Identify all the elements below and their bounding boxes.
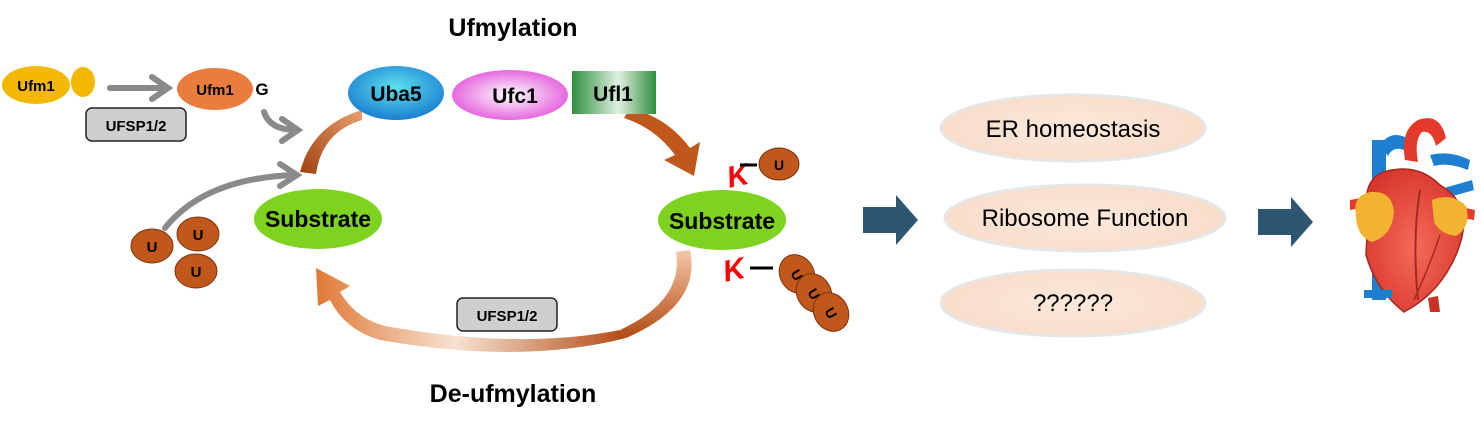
arrow-to-heart — [1258, 197, 1313, 247]
function-er-homeostasis: ER homeostasis — [939, 93, 1207, 163]
ufm1-precursor: Ufm1 — [2, 66, 95, 104]
ufsp-box-top: UFSP1/2 — [85, 107, 187, 142]
ufc1-enzyme: Ufc1 — [452, 70, 568, 120]
cycle-arc-top-right — [624, 108, 700, 176]
substrate-left-label: Substrate — [265, 206, 371, 232]
ufm-token-label: U — [193, 227, 204, 244]
ufl1-enzyme: Ufl1 — [572, 71, 656, 114]
cycle-arc-right — [620, 250, 692, 338]
substrate-right: Substrate — [658, 190, 786, 250]
mono-ufmylation: K U — [724, 147, 800, 195]
ufm1-precursor-label: Ufm1 — [17, 78, 55, 95]
arrow-to-functions — [863, 195, 918, 245]
recycle-arrow — [162, 161, 303, 231]
activation-arrow — [261, 109, 304, 144]
free-ufm1-group: U U U — [130, 216, 220, 289]
function-label-2: Ribosome Function — [982, 205, 1189, 232]
function-label-1: ER homeostasis — [986, 116, 1161, 143]
ufm1-mature: Ufm1 G — [177, 68, 269, 110]
lysine-mark-top: K — [724, 157, 754, 194]
function-label-3: ?????? — [1033, 290, 1113, 317]
ufm-token-label: U — [774, 157, 784, 173]
ufl1-label: Ufl1 — [593, 83, 633, 106]
cycle-arc-bottom — [316, 268, 626, 353]
ufsp-top-label: UFSP1/2 — [106, 118, 167, 135]
function-ribosome: Ribosome Function — [943, 183, 1227, 253]
ufm-token-label: U — [147, 239, 158, 256]
glycine-label: G — [255, 80, 268, 99]
processing-arrow — [107, 74, 174, 102]
ufsp-bottom-label: UFSP1/2 — [477, 308, 538, 325]
ufm-token-label: U — [191, 264, 202, 281]
substrate-left: Substrate — [254, 189, 382, 249]
function-unknown: ?????? — [939, 268, 1207, 338]
de-ufmylation-title: De-ufmylation — [430, 380, 597, 408]
cycle-arc-top-left — [300, 110, 362, 174]
uba5-label: Uba5 — [370, 83, 422, 106]
lysine-mark-bottom: K — [720, 251, 750, 288]
heart-icon — [1350, 118, 1475, 313]
ufsp-box-bottom: UFSP1/2 — [456, 297, 558, 332]
poly-ufmylation: K U U U — [720, 251, 850, 332]
ufmylation-title: Ufmylation — [448, 14, 577, 42]
uba5-enzyme: Uba5 — [348, 66, 444, 120]
ufm1-mature-label: Ufm1 — [196, 82, 234, 99]
substrate-right-label: Substrate — [669, 208, 775, 234]
ufc1-label: Ufc1 — [492, 85, 538, 108]
